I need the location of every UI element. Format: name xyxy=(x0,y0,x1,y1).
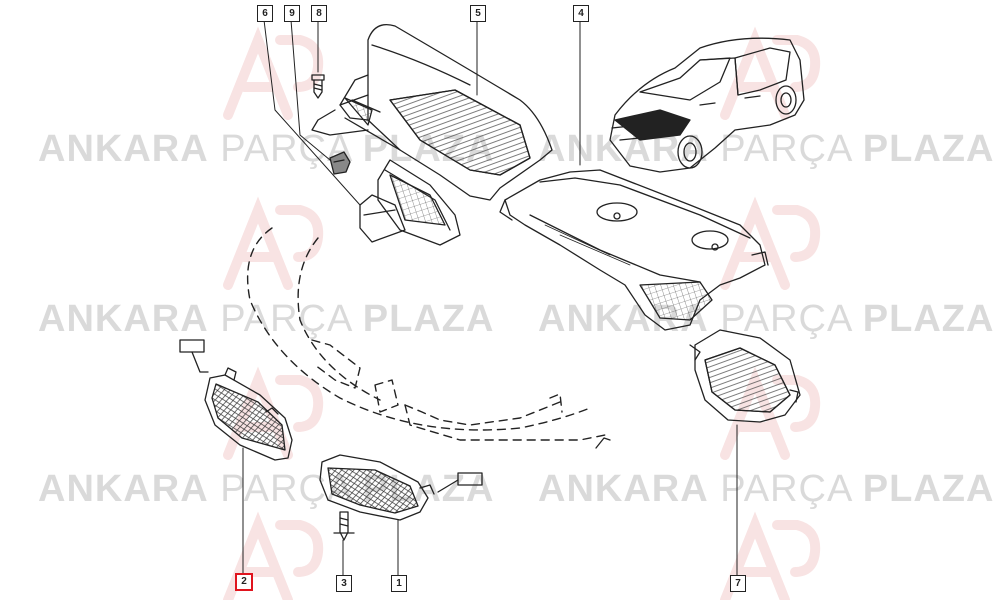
car-silhouette xyxy=(609,37,805,173)
part-8-screw xyxy=(311,74,325,99)
callout-7: 7 xyxy=(730,575,746,592)
callout-1: 1 xyxy=(391,575,407,592)
part-3-screw xyxy=(333,511,355,541)
callout-4: 4 xyxy=(573,5,589,22)
callout-2-highlighted: 2 xyxy=(235,573,253,591)
callout-6: 6 xyxy=(257,5,273,22)
callout-3: 3 xyxy=(336,575,352,592)
watermark-text: ANKARA PARÇA PLAZA xyxy=(38,468,495,510)
watermark-text: ANKARA PARÇA PLAZA xyxy=(538,128,995,170)
ap-logo-mark xyxy=(720,196,821,290)
clip-labels xyxy=(179,339,483,493)
part-2-left-grille xyxy=(204,367,293,461)
watermark-text: ANKARA PARÇA PLAZA xyxy=(38,298,495,340)
part-9-clip xyxy=(329,151,351,175)
watermark-text: ANKARA PARÇA PLAZA xyxy=(538,468,995,510)
callout-8: 8 xyxy=(311,5,327,22)
callout-9: 9 xyxy=(284,5,300,22)
part-1-right-grille xyxy=(319,454,435,521)
part-7-side-duct xyxy=(689,329,801,423)
part-4-scuttle-panel xyxy=(499,169,769,331)
part-5-cowl-panel xyxy=(311,23,553,201)
hood-outline-dashed xyxy=(246,227,606,441)
leader-lines xyxy=(242,19,738,576)
callout-5: 5 xyxy=(470,5,486,22)
part-6-channel xyxy=(359,159,461,246)
